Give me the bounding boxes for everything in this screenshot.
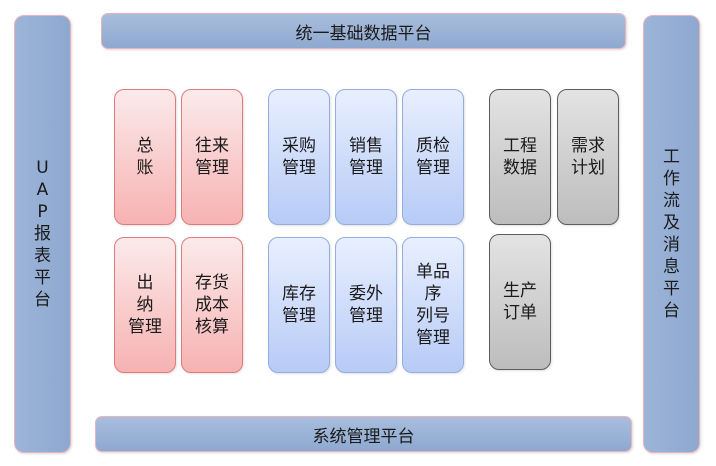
workflow-char: 工 [663,147,680,167]
engineering-data-module: 工程 数据 [489,89,551,225]
outsourcing-module: 委外 管理 [335,237,397,373]
stock-module: 库存 管理 [268,237,330,373]
workflow-char: 平 [663,279,680,299]
uap-char: 报 [34,224,51,244]
workflow-messaging-platform-bar: 工 作 流 及 消 息 平 台 [643,15,700,453]
workflow-char: 流 [663,191,680,211]
uap-char: A [36,180,49,200]
system-management-platform-label: 系统管理平台 [312,426,415,447]
uap-char: 表 [34,246,51,266]
demand-planning-label: 需求 计划 [571,136,605,178]
uap-report-platform-bar: U A P 报 表 平 台 [14,15,71,453]
workflow-char: 消 [663,235,680,255]
uap-report-platform-label: U A P 报 表 平 台 [34,157,51,311]
outsourcing-label: 委外 管理 [349,284,383,326]
inventory-costing-module: 存货 成本 核算 [181,237,243,373]
uap-char: 平 [34,268,51,288]
unified-base-data-platform-bar: 统一基础数据平台 [101,13,626,49]
workflow-char: 及 [663,213,680,233]
system-management-platform-bar: 系统管理平台 [95,416,632,452]
workflow-char: 台 [663,301,680,321]
cashier-module: 出 纳 管理 [114,237,176,373]
receivables-payables-label: 往来 管理 [195,136,229,178]
sales-label: 销售 管理 [349,136,383,178]
sales-module: 销售 管理 [335,89,397,225]
inventory-costing-label: 存货 成本 核算 [195,273,229,337]
production-order-module: 生产 订单 [489,234,551,370]
uap-char: U [36,158,49,178]
quality-inspection-module: 质检 管理 [402,89,464,225]
receivables-payables-module: 往来 管理 [181,89,243,225]
workflow-char: 息 [663,257,680,277]
purchase-module: 采购 管理 [268,89,330,225]
workflow-char: 作 [663,169,680,189]
stock-label: 库存 管理 [282,284,316,326]
unified-base-data-platform-label: 统一基础数据平台 [295,23,432,44]
general-ledger-module: 总 账 [114,89,176,225]
quality-inspection-label: 质检 管理 [416,136,450,178]
uap-char: 台 [34,290,51,310]
workflow-messaging-platform-label: 工 作 流 及 消 息 平 台 [663,146,680,322]
serial-number-module: 单品 序 列号 管理 [402,237,464,373]
engineering-data-label: 工程 数据 [503,136,537,178]
purchase-label: 采购 管理 [282,136,316,178]
uap-char: P [37,202,48,222]
serial-number-label: 单品 序 列号 管理 [416,262,450,348]
demand-planning-module: 需求 计划 [557,89,619,225]
production-order-label: 生产 订单 [503,281,537,323]
cashier-label: 出 纳 管理 [128,273,162,337]
general-ledger-label: 总 账 [136,136,154,178]
